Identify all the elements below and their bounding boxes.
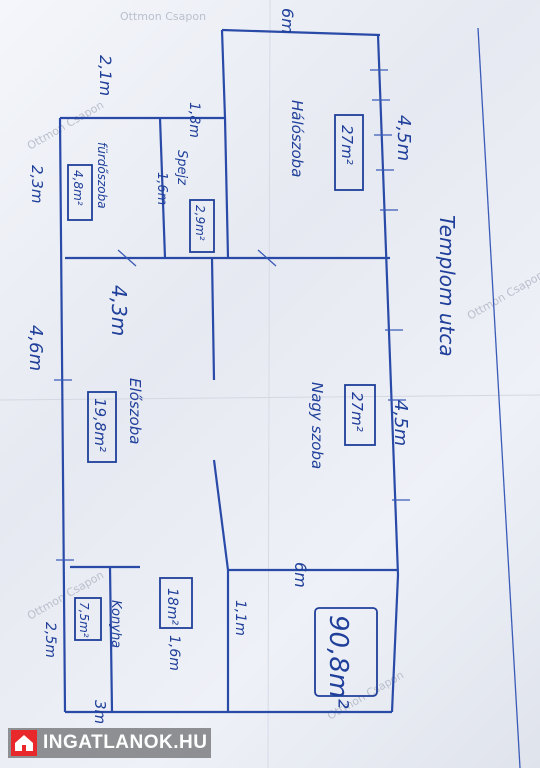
room-name-konyha: Konyha — [108, 600, 123, 648]
dim-label: 1,6m — [154, 172, 169, 205]
dim-label: 1,1m — [232, 600, 248, 636]
area-box-furdo — [67, 164, 93, 221]
room-area-halo: 27m² — [338, 125, 356, 165]
watermark-copyright: Ottmon Csapon — [120, 10, 206, 23]
room-area-furdo: 4,8m² — [71, 170, 85, 206]
area-box-18 — [159, 577, 193, 629]
paper-fold — [0, 394, 540, 401]
dim-label: 2,5m — [42, 622, 58, 658]
room-name-eloszoba: Előszoba — [126, 378, 144, 444]
room-area-nagy: 27m² — [348, 392, 366, 432]
house-icon — [11, 730, 37, 756]
room-name-nagy: Nagy szoba — [308, 382, 326, 469]
area-box-halo — [334, 114, 364, 191]
watermark-copyright: Ottmon Csapon — [25, 568, 106, 622]
watermark-copyright: Ottmon Csapon — [465, 268, 540, 322]
area-box-spejz — [189, 199, 215, 253]
dim-label: 6m — [278, 8, 297, 34]
dim-label: 1,8m — [186, 102, 202, 138]
dim-label: 4,6m — [25, 325, 46, 371]
dim-label: 2,3m — [28, 165, 46, 203]
room-area-eloszoba: 19,8m² — [91, 398, 109, 452]
dim-label: 3m — [91, 700, 109, 724]
dimension-ticks — [54, 69, 410, 561]
room-area-konyha: 7,5m² — [77, 602, 91, 638]
dim-label: 4,5m — [393, 115, 414, 161]
paper-fold — [267, 0, 271, 768]
street-name: Templom utca — [435, 215, 459, 357]
room-area-unnamed: 18m² — [164, 588, 180, 625]
dim-label: 6m — [291, 562, 310, 588]
dim-label: 2,1m — [96, 55, 115, 96]
ingatlanok-logo: INGATLANOK.HU — [8, 728, 211, 758]
interior-walls — [65, 117, 398, 713]
street-line — [477, 27, 521, 768]
total-area: 90,8m² — [323, 615, 353, 709]
dim-label: 4,3m — [107, 285, 131, 336]
watermark-copyright: Ottmon Csapon — [25, 98, 106, 152]
area-box-konyha — [74, 597, 102, 641]
room-area-spejz: 2,9m² — [193, 205, 207, 241]
total-area-box — [314, 607, 378, 697]
room-name-spejz: Spejz — [174, 150, 189, 186]
dim-label: 1,6m — [166, 635, 182, 671]
area-box-nagy — [344, 384, 376, 446]
area-box-eloszoba — [87, 391, 117, 463]
room-name-halo: Hálószoba — [288, 100, 306, 177]
dim-label: 4,5m — [390, 400, 411, 446]
brand-name: INGATLANOK.HU — [43, 732, 208, 753]
room-name-furdo: fürdőszoba — [95, 142, 109, 209]
